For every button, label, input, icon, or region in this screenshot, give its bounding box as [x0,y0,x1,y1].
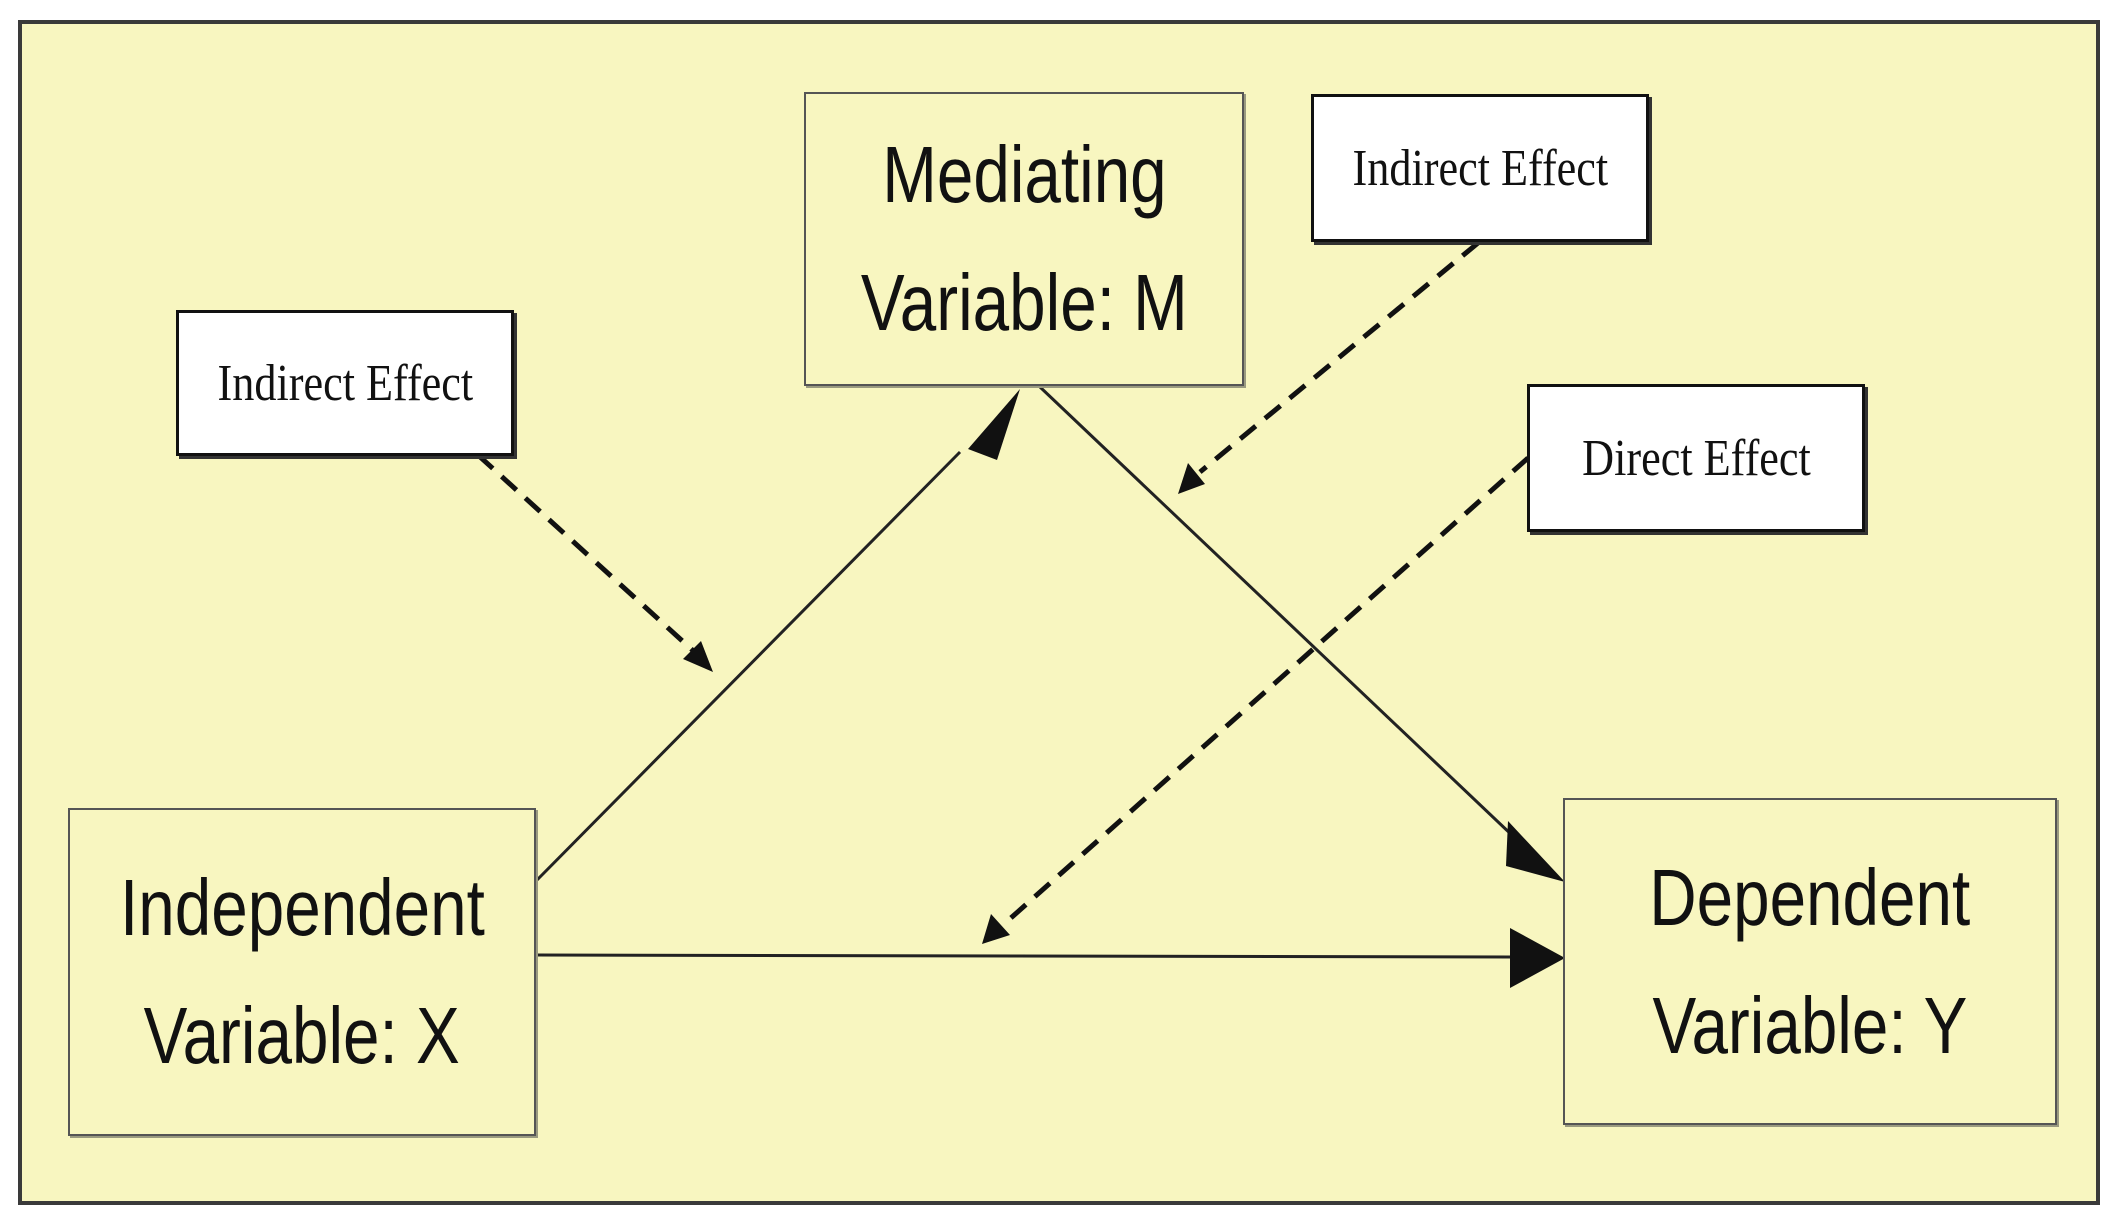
edge-x-to-m [535,450,962,882]
dependent-label-line1: Dependent [1649,852,1971,942]
direct-effect-label: Direct Effect [1527,384,1865,532]
arrowhead-x-to-m [968,389,1020,460]
arrowhead-indirect-right [1178,463,1205,494]
indirect-effect-left-label: Indirect Effect [176,310,514,456]
arrowhead-direct [982,914,1010,944]
arrowhead-indirect-left [683,641,713,672]
edge-m-to-y [1038,385,1517,840]
mediator-label-line1: Mediating [881,130,1167,219]
indirect-effect-right-label: Indirect Effect [1311,94,1649,242]
arrowhead-m-to-y [1506,821,1565,882]
mediator-label-line2: Variable: M [860,258,1188,347]
arrowhead-x-to-y [1510,928,1565,988]
dependent-box: Dependent Variable: Y [1563,798,2057,1125]
dashed-indirect-left [476,453,702,659]
edge-x-to-y [536,953,1511,959]
dashed-direct [1001,456,1530,927]
mediator-box: Mediating Variable: M [804,92,1244,386]
independent-box: Independent Variable: X [68,808,536,1136]
dependent-label-line2: Variable: Y [1652,980,1968,1070]
independent-label-line2: Variable: X [143,991,461,1080]
diagram-frame [18,20,2100,1205]
dashed-indirect-right [1198,241,1480,474]
independent-label-line1: Independent [119,863,485,952]
